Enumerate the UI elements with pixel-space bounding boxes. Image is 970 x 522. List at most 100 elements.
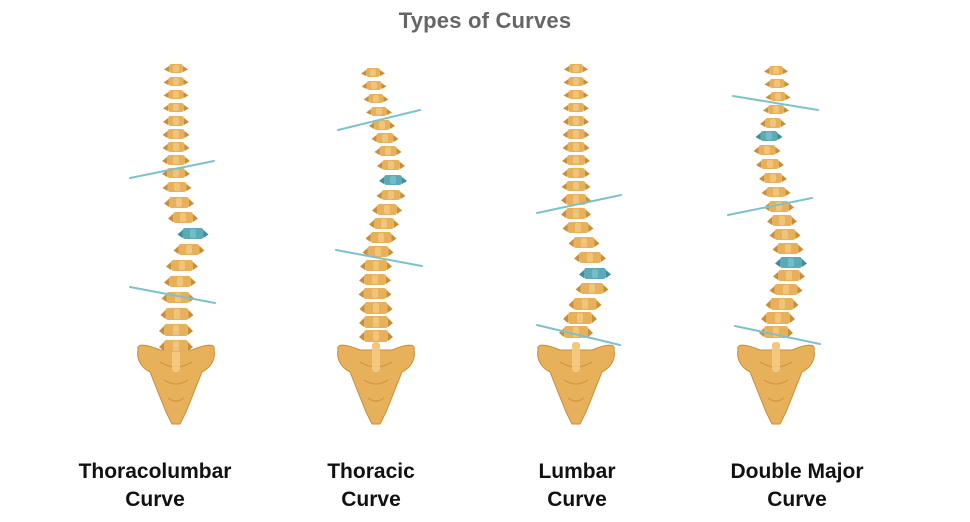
disc-double-major-13 xyxy=(776,240,794,243)
vertebra-highlight-thoracolumbar-2 xyxy=(173,78,179,85)
vertebra-thoracolumbar-2 xyxy=(163,77,189,89)
caption-thoracic-line1: Thoracic xyxy=(327,460,415,483)
vertebra-lumbar-3 xyxy=(563,90,589,102)
disc-lumbar-7 xyxy=(569,152,583,155)
disc-double-major-6 xyxy=(762,141,776,144)
vertebra-double-major-5 xyxy=(760,118,786,131)
vertebra-highlight-lumbar-6 xyxy=(573,130,579,138)
vertebra-highlight-thoracic-20 xyxy=(373,331,379,341)
spine-lumbar xyxy=(536,64,622,425)
vertebra-thoracic-18 xyxy=(359,302,393,317)
vertebra-highlight-lumbar-18 xyxy=(582,299,588,309)
diagram-title: Types of Curves xyxy=(398,8,572,33)
vertebra-thoracolumbar-5 xyxy=(163,116,189,129)
spine-thoracolumbar xyxy=(129,64,216,425)
vertebra-thoracic-10 xyxy=(376,190,406,203)
apex-vertebra-thoracolumbar-13 xyxy=(177,228,209,242)
vertebra-lumbar-18 xyxy=(568,298,602,313)
disc-thoracolumbar-13 xyxy=(184,239,202,242)
sacrum-canal-double-major xyxy=(772,342,780,372)
disc-thoracolumbar-3 xyxy=(170,99,182,102)
vertebra-lumbar-11 xyxy=(561,194,591,208)
vertebra-double-major-17 xyxy=(769,284,803,298)
disc-thoracolumbar-12 xyxy=(175,223,191,226)
vertebra-highlight-lumbar-10 xyxy=(573,182,579,190)
vertebra-thoracic-5 xyxy=(369,120,395,133)
transverse-process-thoracolumbar-1 xyxy=(164,66,188,72)
vertebra-highlight-double-major-18 xyxy=(779,299,785,309)
vertebra-highlight-thoracic-14 xyxy=(375,247,381,256)
disc-thoracic-5 xyxy=(376,130,388,133)
vertebra-double-major-3 xyxy=(765,92,791,104)
vertebra-thoracic-16 xyxy=(359,274,391,288)
disc-thoracolumbar-9 xyxy=(169,178,183,181)
disc-thoracic-4 xyxy=(373,116,385,119)
vertebra-highlight-lumbar-17 xyxy=(589,284,595,293)
vertebra-double-major-18 xyxy=(765,298,799,313)
vertebra-lumbar-1 xyxy=(564,64,588,76)
vertebra-highlight-thoracolumbar-15 xyxy=(179,261,185,270)
vertebra-lumbar-4 xyxy=(563,103,589,115)
vertebra-lumbar-7 xyxy=(562,142,590,155)
vertebra-thoracolumbar-7 xyxy=(162,142,190,155)
vertebra-highlight-thoracic-4 xyxy=(376,108,382,115)
vertebra-double-major-2 xyxy=(764,79,790,91)
caption-double-major-line1: Double Major xyxy=(730,460,864,483)
caption-thoracolumbar-line2: Curve xyxy=(125,488,185,511)
disc-double-major-8 xyxy=(763,169,777,172)
vertebra-highlight-lumbar-16 xyxy=(592,269,598,278)
disc-thoracolumbar-4 xyxy=(170,112,182,115)
apex-vertebra-double-major-15 xyxy=(775,257,807,271)
vertebra-thoracolumbar-3 xyxy=(163,90,189,102)
vertebra-double-major-10 xyxy=(761,187,791,200)
vertebra-highlight-thoracic-11 xyxy=(384,205,390,214)
disc-double-major-7 xyxy=(760,155,774,158)
disc-lumbar-5 xyxy=(570,126,582,129)
cobb-angle-line-thoracolumbar-1 xyxy=(129,160,215,179)
disc-thoracic-6 xyxy=(378,143,392,146)
disc-thoracic-1 xyxy=(368,77,378,80)
vertebra-highlight-thoracolumbar-13 xyxy=(190,229,196,238)
disc-thoracolumbar-15 xyxy=(173,271,191,274)
vertebra-highlight-thoracolumbar-10 xyxy=(174,183,180,191)
cobb-angle-line-thoracic-2 xyxy=(335,249,423,267)
spine-double-major xyxy=(727,66,821,425)
vertebra-highlight-thoracolumbar-16 xyxy=(177,277,183,286)
disc-thoracolumbar-16 xyxy=(171,287,189,290)
vertebra-thoracolumbar-14 xyxy=(173,244,205,258)
vertebra-highlight-lumbar-8 xyxy=(573,156,579,164)
vertebra-thoracolumbar-11 xyxy=(164,197,194,211)
sacrum-canal-thoracic xyxy=(372,342,380,372)
vertebra-highlight-thoracolumbar-9 xyxy=(173,169,179,177)
disc-double-major-15 xyxy=(782,268,800,271)
disc-lumbar-17 xyxy=(582,294,602,297)
vertebra-thoracic-1 xyxy=(361,68,385,80)
spine-thoracic xyxy=(335,68,423,425)
vertebra-lumbar-15 xyxy=(574,252,606,266)
disc-double-major-2 xyxy=(771,88,783,91)
vertebra-highlight-thoracolumbar-5 xyxy=(173,117,179,125)
disc-thoracic-12 xyxy=(376,229,392,232)
vertebra-highlight-double-major-14 xyxy=(785,244,791,253)
vertebra-thoracic-3 xyxy=(363,94,389,106)
vertebra-thoracolumbar-12 xyxy=(168,212,198,226)
cobb-angle-line-double-major-1 xyxy=(732,95,819,111)
vertebra-thoracic-17 xyxy=(358,288,392,302)
disc-thoracolumbar-8 xyxy=(169,165,183,168)
disc-lumbar-1 xyxy=(571,73,581,76)
vertebra-highlight-thoracic-12 xyxy=(381,219,387,228)
vertebra-thoracolumbar-4 xyxy=(163,103,189,115)
vertebra-thoracic-7 xyxy=(374,146,402,159)
vertebra-highlight-thoracolumbar-7 xyxy=(173,143,179,151)
vertebra-lumbar-19 xyxy=(563,312,597,327)
disc-lumbar-8 xyxy=(569,165,583,168)
disc-lumbar-14 xyxy=(575,248,593,251)
caption-thoracic: Thoracic Curve xyxy=(261,458,481,514)
vertebra-highlight-double-major-19 xyxy=(775,313,781,323)
vertebra-highlight-lumbar-1 xyxy=(573,65,579,72)
vertebra-highlight-thoracolumbar-20 xyxy=(173,341,179,351)
vertebra-highlight-thoracic-5 xyxy=(379,121,385,129)
vertebra-thoracic-8 xyxy=(377,160,405,173)
vertebra-highlight-lumbar-15 xyxy=(587,253,593,262)
